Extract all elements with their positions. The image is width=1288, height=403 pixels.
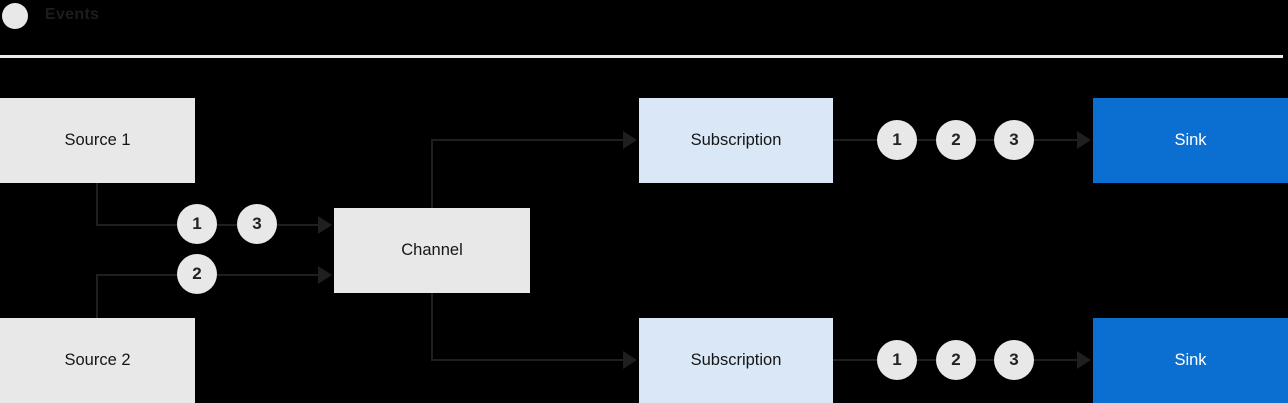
connector-line-channel-up [431, 140, 433, 208]
arrowhead-into-sink-top [1077, 131, 1091, 149]
event-circle: 1 [877, 120, 917, 160]
connector-line-channel-to-sub-bottom [431, 359, 623, 361]
source-1-node: Source 1 [0, 98, 195, 183]
connector-line-source2-up [96, 275, 98, 318]
subscription-bottom-node: Subscription [639, 318, 833, 403]
arrowhead-into-channel-bottom [318, 266, 332, 284]
sink-top-node: Sink [1093, 98, 1288, 183]
arrowhead-into-subscription-top [623, 131, 637, 149]
event-circle: 1 [177, 204, 217, 244]
connector-line-source1-down [96, 183, 98, 225]
event-circle: 2 [177, 254, 217, 294]
arrowhead-into-channel-top [318, 216, 332, 234]
source-2-node: Source 2 [0, 318, 195, 403]
connector-line-channel-down [431, 293, 433, 360]
events-legend-icon [2, 3, 28, 29]
event-circle: 3 [994, 340, 1034, 380]
event-circle: 2 [936, 340, 976, 380]
divider [0, 55, 1283, 58]
arrowhead-into-subscription-bottom [623, 351, 637, 369]
sink-bottom-node: Sink [1093, 318, 1288, 403]
event-circle: 2 [936, 120, 976, 160]
event-circle: 3 [237, 204, 277, 244]
connector-line-channel-to-sub-top [431, 139, 623, 141]
subscription-top-node: Subscription [639, 98, 833, 183]
event-circle: 3 [994, 120, 1034, 160]
channel-node: Channel [334, 208, 530, 293]
events-legend-label: Events [45, 6, 100, 23]
arrowhead-into-sink-bottom [1077, 351, 1091, 369]
event-circle: 1 [877, 340, 917, 380]
